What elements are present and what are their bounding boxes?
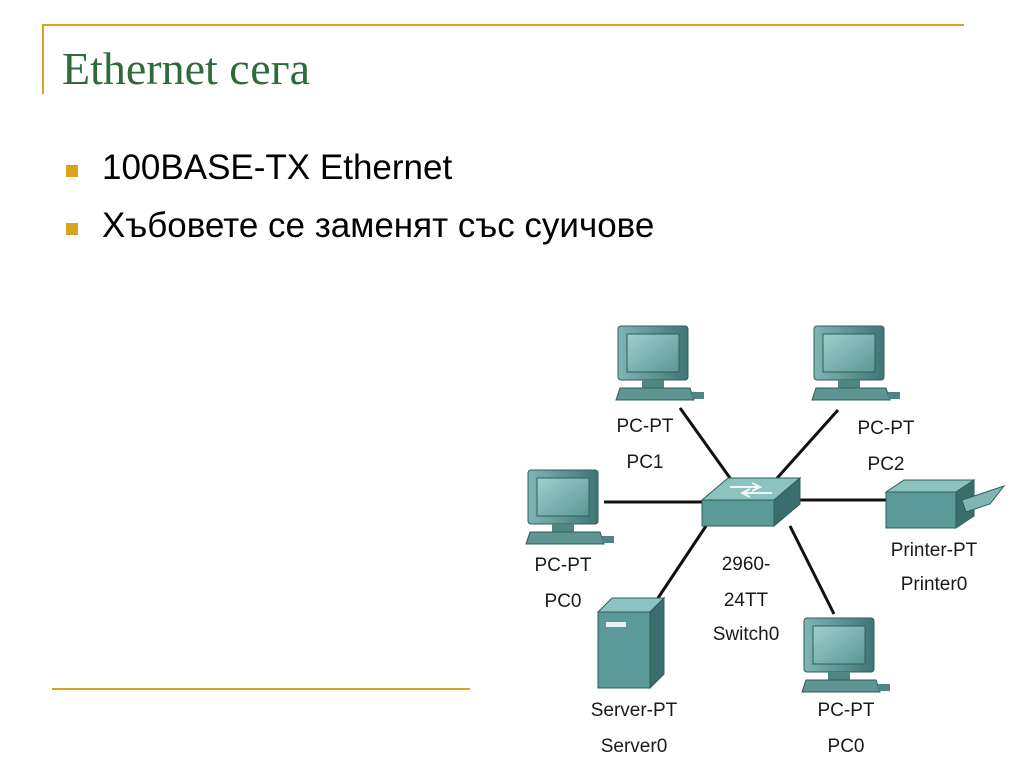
left-rule <box>42 24 44 94</box>
printer-icon[interactable] <box>884 479 1006 529</box>
switch-name-label: Switch0 <box>713 624 780 645</box>
pc0-bottom-icon[interactable] <box>801 617 891 693</box>
switch-icon[interactable] <box>700 476 802 528</box>
bullet-square-icon <box>66 165 78 177</box>
pc2-type-label: PC-PT <box>858 418 915 439</box>
switch-type-label: 2960- <box>722 554 771 575</box>
server-type-label: Server-PT <box>591 700 678 721</box>
pc2-icon[interactable] <box>811 325 901 401</box>
top-rule <box>42 24 964 26</box>
bottom-rule <box>52 688 470 690</box>
bullet-item: Хъбовете се заменят със суичове <box>64 206 654 264</box>
link-pc2-switch <box>768 408 840 488</box>
printer-type-label: Printer-PT <box>891 540 978 561</box>
bullet-text: Хъбовете се заменят със суичове <box>102 206 655 245</box>
network-links <box>604 407 886 615</box>
server-icon[interactable] <box>596 596 666 690</box>
bullet-square-icon <box>66 223 78 235</box>
pc1-type-label: PC-PT <box>617 416 674 437</box>
printer-name-label: Printer0 <box>901 574 968 595</box>
pc0-bottom-type-label: PC-PT <box>818 700 875 721</box>
pc0-left-type-label: PC-PT <box>535 555 592 576</box>
pc0-left-icon[interactable] <box>525 469 615 545</box>
bullet-list: 100BASE-TX Ethernet Хъбовете се заменят … <box>64 148 654 264</box>
pc1-icon[interactable] <box>615 325 705 401</box>
pc0-bottom-name-label: PC0 <box>828 736 865 757</box>
pc2-name-label: PC2 <box>868 454 905 475</box>
link-pc0b-switch <box>788 525 836 615</box>
slide-title: Ethernet сега <box>62 43 310 94</box>
bullet-item: 100BASE-TX Ethernet <box>64 148 654 206</box>
pc1-name-label: PC1 <box>627 452 664 473</box>
bullet-text: 100BASE-TX Ethernet <box>102 148 453 187</box>
pc0-left-name-label: PC0 <box>545 591 582 612</box>
switch-model-label: 24TT <box>724 590 769 611</box>
server-name-label: Server0 <box>601 736 668 757</box>
link-server-switch <box>652 525 708 605</box>
